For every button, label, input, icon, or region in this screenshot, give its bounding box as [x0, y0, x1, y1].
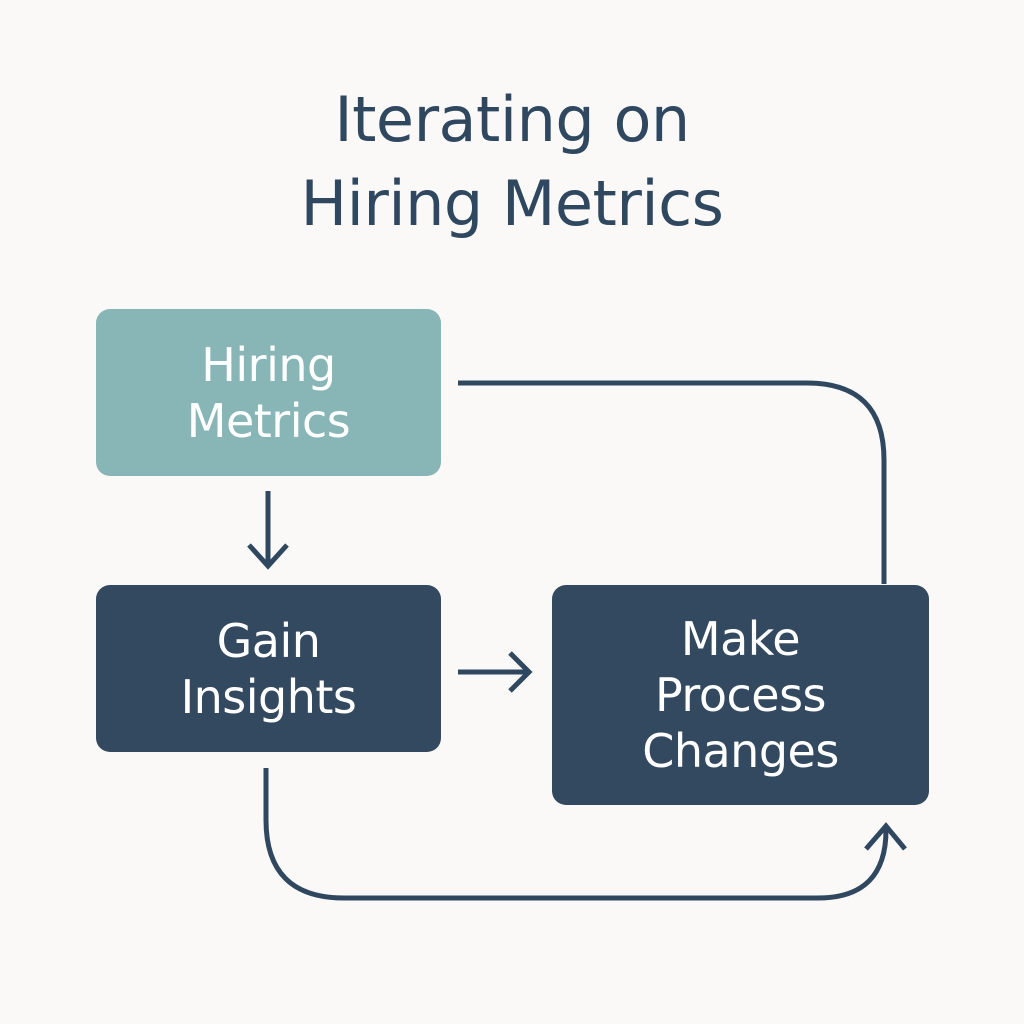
arrow-right-icon: [458, 651, 533, 693]
node-label-line: Process: [655, 668, 827, 722]
diagram-title: Iterating on Hiring Metrics: [0, 78, 1024, 246]
node-gain-insights: Gain Insights: [96, 585, 441, 752]
node-label-line: Hiring: [201, 337, 336, 392]
node-label-line: Insights: [180, 669, 357, 724]
arrow-down-icon: [247, 491, 289, 570]
node-label-line: Changes: [642, 724, 839, 778]
loop-line-top: [458, 380, 887, 584]
title-line-1: Iterating on: [334, 83, 690, 156]
node-label-line: Gain: [216, 613, 321, 668]
title-line-2: Hiring Metrics: [300, 167, 724, 240]
node-hiring-metrics: Hiring Metrics: [96, 309, 441, 476]
node-label-line: Metrics: [186, 393, 351, 448]
node-label-line: Make: [680, 612, 801, 666]
node-make-process-changes: Make Process Changes: [552, 585, 929, 805]
loop-arrow-bottom: [263, 768, 907, 901]
